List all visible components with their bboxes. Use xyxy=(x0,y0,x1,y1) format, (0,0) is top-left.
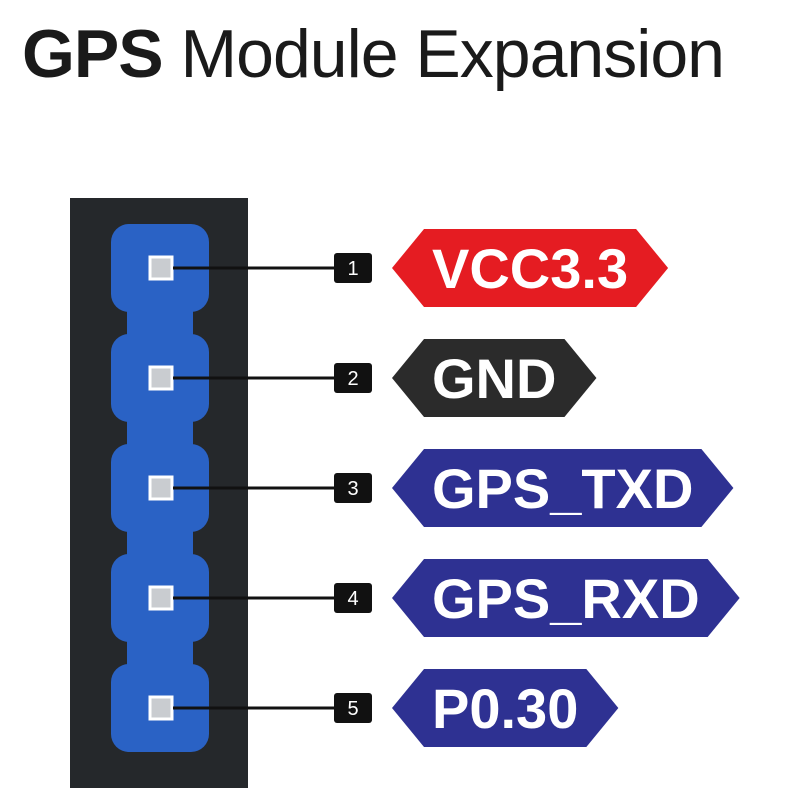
pin-label-badge xyxy=(392,339,597,417)
pin-core xyxy=(148,695,174,721)
pin-label-badge xyxy=(392,229,669,307)
pin-number-box xyxy=(334,253,372,283)
pin-number-box xyxy=(334,473,372,503)
title-bold: GPS xyxy=(22,16,164,92)
pin-core xyxy=(148,255,174,281)
pin-number-box xyxy=(334,583,372,613)
pin-label-badge xyxy=(392,559,740,637)
pin-row: 5 P0.30 xyxy=(148,669,619,747)
page-title: GPS Module Expansion xyxy=(22,14,725,94)
pin-number: 2 xyxy=(347,368,358,390)
pin-number-box xyxy=(334,363,372,393)
pin-label: GPS_TXD xyxy=(432,457,693,520)
pin-number-box xyxy=(334,693,372,723)
pin-label: P0.30 xyxy=(432,677,578,740)
pin-core xyxy=(148,475,174,501)
pin-row: 2 GND xyxy=(148,339,597,417)
pin-label-badge xyxy=(392,669,619,747)
pin-number: 5 xyxy=(347,698,358,720)
pin-number: 3 xyxy=(347,478,358,500)
title-regular: Module Expansion xyxy=(180,16,725,92)
pin-label-badge xyxy=(392,449,734,527)
pin-row: 4 GPS_RXD xyxy=(148,559,740,637)
pin-core xyxy=(148,585,174,611)
pin-row: 3 GPS_TXD xyxy=(148,449,734,527)
pin-label: GND xyxy=(432,347,556,410)
pin-number: 1 xyxy=(347,258,358,280)
pin-label: GPS_RXD xyxy=(432,567,700,630)
pin-row: 1 VCC3.3 xyxy=(148,229,669,307)
pin-rows: 1 VCC3.3 2 GND 3 GPS_TXD 4 GPS_RXD 5 P0.30 xyxy=(148,229,740,747)
pin-core xyxy=(148,365,174,391)
pin-label: VCC3.3 xyxy=(432,237,628,300)
pin-number: 4 xyxy=(347,588,358,610)
